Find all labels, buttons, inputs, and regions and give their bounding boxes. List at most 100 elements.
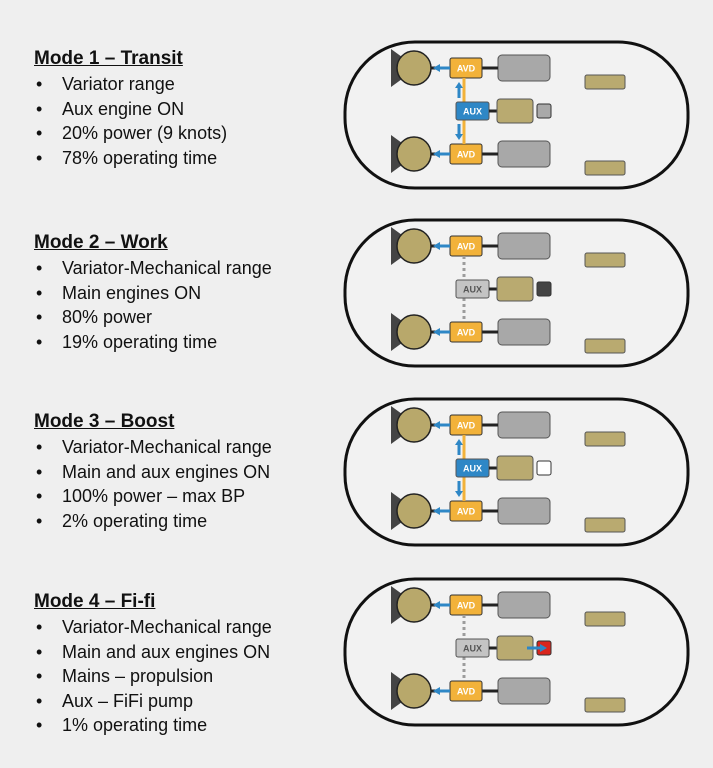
avd-label: AVD bbox=[457, 421, 476, 431]
mode-diagram: AVD AVD AUX bbox=[343, 218, 690, 368]
mode-title: Mode 1 – Transit bbox=[34, 48, 183, 69]
generator-box bbox=[584, 338, 626, 354]
flow-arrow-head bbox=[433, 421, 440, 429]
mode-diagram: AVD AVD AUX bbox=[343, 40, 690, 190]
propeller-bottom: AVD bbox=[391, 313, 626, 354]
mode-1-text: Mode 1 – Transit Variator range Aux engi… bbox=[34, 48, 227, 170]
mode-bullets: Variator-Mechanical range Main and aux e… bbox=[34, 435, 272, 533]
mode-bullets: Variator-Mechanical range Main and aux e… bbox=[34, 615, 272, 738]
generator-box bbox=[584, 252, 626, 268]
flow-arrow-head bbox=[433, 328, 440, 336]
aux-engine-box bbox=[496, 98, 534, 124]
main-engine-box bbox=[497, 411, 551, 439]
flow-arrow-head bbox=[540, 644, 547, 652]
propeller-icon bbox=[396, 673, 432, 709]
main-engine-box bbox=[497, 497, 551, 525]
bullet-item: Aux – FiFi pump bbox=[34, 689, 272, 714]
propeller-bottom: AVD bbox=[391, 135, 626, 176]
generator-box bbox=[584, 160, 626, 176]
mode-2-text: Mode 2 – Work Variator-Mechanical range … bbox=[34, 232, 272, 354]
flow-arrow-head bbox=[433, 150, 440, 158]
avd-label: AVD bbox=[457, 601, 476, 611]
flow-arrow-head bbox=[455, 439, 463, 445]
mode-3-text: Mode 3 – Boost Variator-Mechanical range… bbox=[34, 411, 272, 533]
flow-arrow-head bbox=[433, 507, 440, 515]
aux-end-component bbox=[536, 460, 552, 476]
bullet-item: 1% operating time bbox=[34, 713, 272, 738]
bullet-item: 100% power – max BP bbox=[34, 484, 272, 509]
propeller-top: AVD bbox=[391, 227, 626, 268]
vessel-diagram-svg: AVD AVD AUX bbox=[343, 577, 690, 727]
flow-arrow-head bbox=[433, 687, 440, 695]
propeller-icon bbox=[396, 314, 432, 350]
bullet-item: Main and aux engines ON bbox=[34, 640, 272, 665]
mode-title: Mode 2 – Work bbox=[34, 232, 168, 253]
bullet-item: 78% operating time bbox=[34, 146, 227, 171]
bullet-item: Variator range bbox=[34, 72, 227, 97]
bullet-item: Main engines ON bbox=[34, 281, 272, 306]
aux-system: AUX bbox=[455, 615, 552, 681]
mode-title: Mode 3 – Boost bbox=[34, 411, 175, 432]
flow-arrow-head bbox=[455, 134, 463, 140]
main-engine-box bbox=[497, 232, 551, 260]
aux-system: AUX bbox=[455, 435, 552, 501]
aux-label: AUX bbox=[463, 107, 482, 117]
bullet-item: Variator-Mechanical range bbox=[34, 256, 272, 281]
propeller-icon bbox=[396, 136, 432, 172]
bullet-item: 19% operating time bbox=[34, 330, 272, 355]
main-engine-box bbox=[497, 318, 551, 346]
propeller-icon bbox=[396, 407, 432, 443]
propeller-icon bbox=[396, 587, 432, 623]
main-engine-box bbox=[497, 677, 551, 705]
vessel-diagram-svg: AVD AVD AUX bbox=[343, 397, 690, 547]
propeller-bottom: AVD bbox=[391, 672, 626, 713]
bullet-item: Aux engine ON bbox=[34, 97, 227, 122]
aux-label: AUX bbox=[463, 285, 482, 295]
bullet-item: 2% operating time bbox=[34, 509, 272, 534]
propeller-icon bbox=[396, 493, 432, 529]
propeller-top: AVD bbox=[391, 406, 626, 447]
mode-bullets: Variator range Aux engine ON 20% power (… bbox=[34, 72, 227, 170]
bullet-item: Main and aux engines ON bbox=[34, 460, 272, 485]
aux-system: AUX bbox=[455, 78, 552, 144]
vessel-diagram-svg: AVD AVD AUX bbox=[343, 40, 690, 190]
avd-label: AVD bbox=[457, 687, 476, 697]
generator-box bbox=[584, 697, 626, 713]
bullet-item: Mains – propulsion bbox=[34, 664, 272, 689]
vessel-diagram-svg: AVD AVD AUX bbox=[343, 218, 690, 368]
flow-arrow-head bbox=[433, 242, 440, 250]
aux-end-component bbox=[536, 103, 552, 119]
propeller-top: AVD bbox=[391, 586, 626, 627]
main-engine-box bbox=[497, 54, 551, 82]
generator-box bbox=[584, 517, 626, 533]
flow-arrow-head bbox=[455, 491, 463, 497]
propeller-top: AVD bbox=[391, 49, 626, 90]
bullet-item: Variator-Mechanical range bbox=[34, 435, 272, 460]
mode-diagram: AVD AVD AUX bbox=[343, 397, 690, 547]
aux-system: AUX bbox=[455, 256, 552, 322]
flow-arrow-head bbox=[433, 601, 440, 609]
aux-label: AUX bbox=[463, 464, 482, 474]
avd-label: AVD bbox=[457, 242, 476, 252]
generator-box bbox=[584, 74, 626, 90]
aux-end-component bbox=[536, 281, 552, 297]
generator-box bbox=[584, 431, 626, 447]
flow-arrow-head bbox=[433, 64, 440, 72]
mode-4-text: Mode 4 – Fi-fi Variator-Mechanical range… bbox=[34, 591, 272, 738]
generator-box bbox=[584, 611, 626, 627]
avd-label: AVD bbox=[457, 507, 476, 517]
mode-title: Mode 4 – Fi-fi bbox=[34, 591, 156, 612]
aux-engine-box bbox=[496, 455, 534, 481]
aux-label: AUX bbox=[463, 644, 482, 654]
propeller-bottom: AVD bbox=[391, 492, 626, 533]
mode-diagram: AVD AVD AUX bbox=[343, 577, 690, 727]
bullet-item: Variator-Mechanical range bbox=[34, 615, 272, 640]
main-engine-box bbox=[497, 591, 551, 619]
propeller-icon bbox=[396, 50, 432, 86]
bullet-item: 80% power bbox=[34, 305, 272, 330]
bullet-item: 20% power (9 knots) bbox=[34, 121, 227, 146]
flow-arrow-head bbox=[455, 82, 463, 88]
propeller-icon bbox=[396, 228, 432, 264]
avd-label: AVD bbox=[457, 328, 476, 338]
mode-bullets: Variator-Mechanical range Main engines O… bbox=[34, 256, 272, 354]
